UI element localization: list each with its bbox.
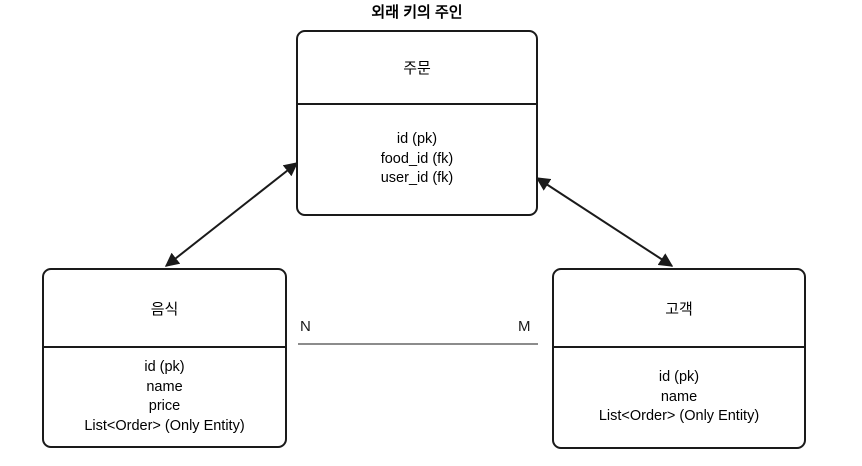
- attribute-row: List<Order> (Only Entity): [84, 417, 245, 434]
- entity-box-food[interactable]: 음식 id (pk) name price List<Order> (Only …: [42, 268, 287, 448]
- attribute-row: food_id (fk): [380, 150, 454, 167]
- diagram-title: 외래 키의 주인: [371, 4, 463, 21]
- attribute-row: name: [660, 388, 698, 405]
- arrow-order-customer: [535, 177, 674, 267]
- entity-name-food: 음식: [44, 270, 285, 348]
- entity-attributes-food: id (pk) name price List<Order> (Only Ent…: [44, 348, 285, 446]
- relation-cardinality-left: N: [300, 318, 311, 335]
- entity-attributes-customer: id (pk) name List<Order> (Only Entity): [554, 348, 804, 447]
- arrow-order-food: [164, 162, 299, 267]
- entity-name-customer: 고객: [554, 270, 804, 348]
- attribute-row: id (pk): [144, 359, 185, 375]
- entity-attributes-order: id (pk) food_id (fk) user_id (fk): [298, 105, 536, 214]
- entity-name-order: 주문: [298, 32, 536, 105]
- entity-box-order[interactable]: 주문 id (pk) food_id (fk) user_id (fk): [296, 30, 538, 216]
- attribute-row: name: [146, 378, 183, 395]
- relation-cardinality-right: M: [518, 318, 531, 335]
- relation-line-n-m: [298, 343, 538, 345]
- attribute-row: id (pk): [396, 131, 438, 148]
- entity-box-customer[interactable]: 고객 id (pk) name List<Order> (Only Entity…: [552, 268, 806, 449]
- attribute-row: id (pk): [658, 369, 700, 386]
- attribute-row: List<Order> (Only Entity): [598, 408, 760, 425]
- attribute-row: price: [148, 398, 181, 414]
- attribute-row: user_id (fk): [380, 170, 454, 187]
